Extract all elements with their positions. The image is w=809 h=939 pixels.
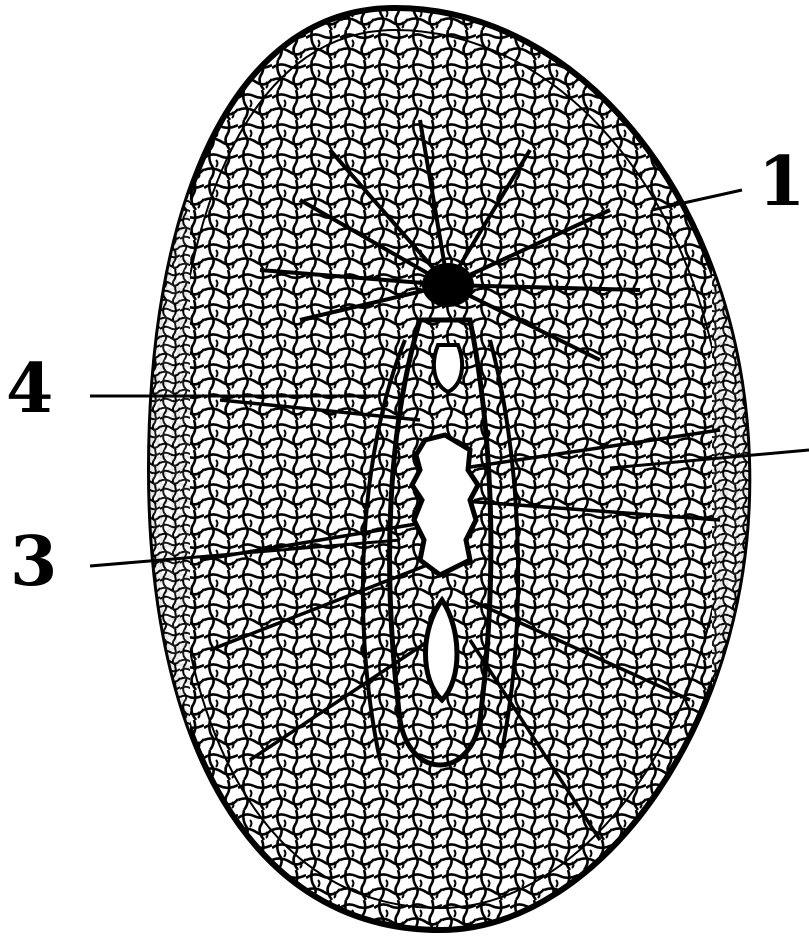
label-3: 3 xyxy=(10,528,57,596)
label-4: 4 xyxy=(6,355,53,423)
label-1: 1 xyxy=(758,148,805,216)
